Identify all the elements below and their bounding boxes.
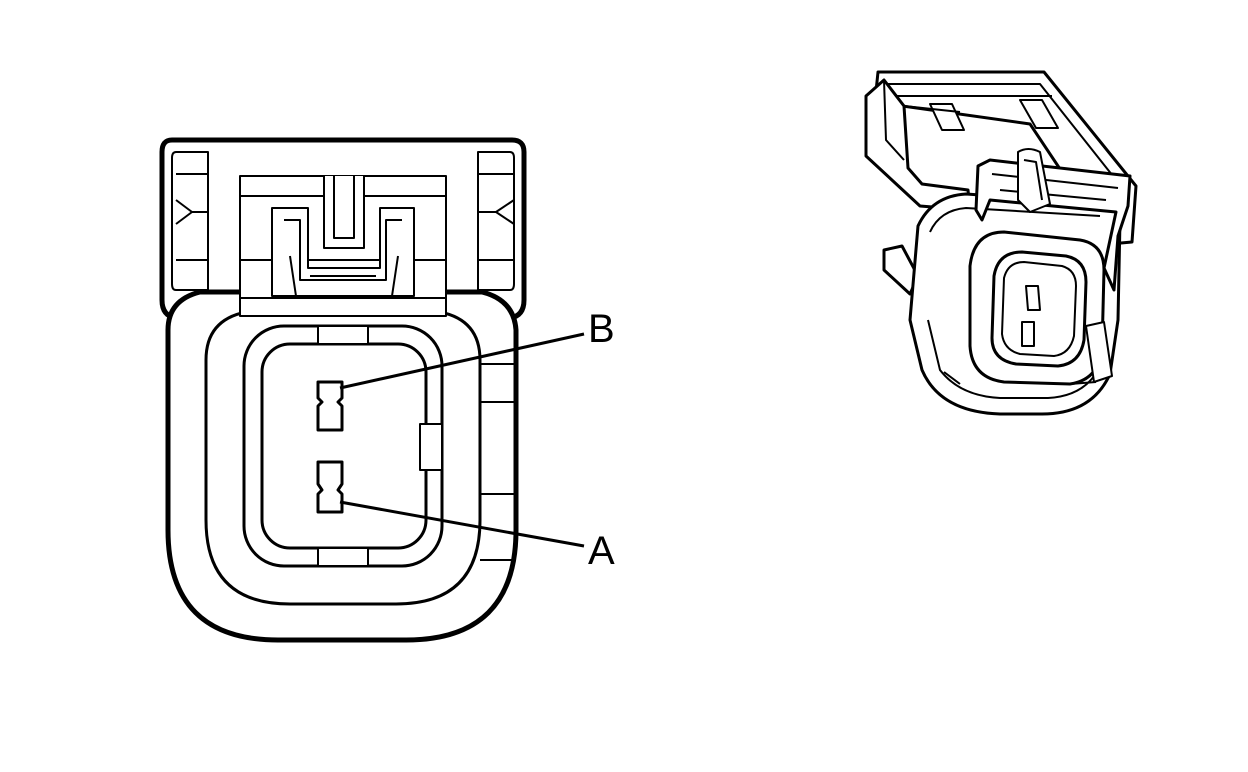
leader-line-a [339, 500, 585, 548]
connector-isometric-view [864, 70, 1138, 416]
connector-face-view: B A [159, 137, 615, 643]
iso-terminal-b [1025, 285, 1041, 311]
callout-label-a: A [588, 529, 615, 573]
terminal-a [316, 460, 344, 514]
callout-label-b: B [588, 307, 615, 351]
iso-terminal-a [1021, 321, 1035, 347]
leader-line-b [339, 332, 585, 390]
terminal-b [316, 380, 344, 432]
